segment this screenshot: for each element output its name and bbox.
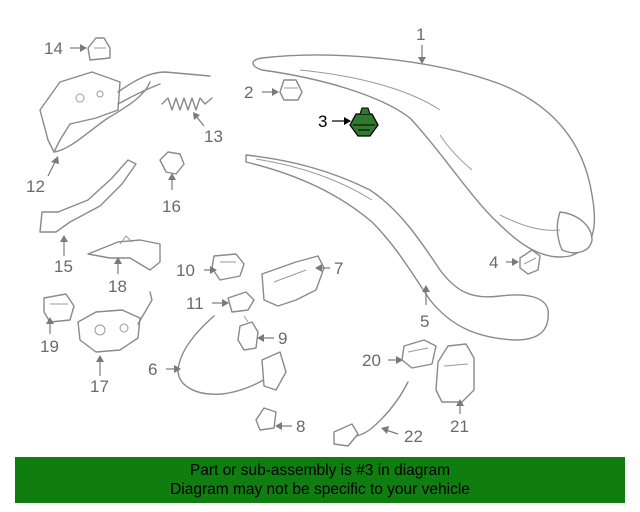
part-4-buffer <box>519 249 541 275</box>
part-17-latch <box>77 291 153 353</box>
part-6-cable <box>177 315 287 395</box>
callout-6: 6 <box>148 360 157 379</box>
callout-22: 22 <box>404 427 423 446</box>
callout-16: 16 <box>162 197 181 216</box>
callout-17: 17 <box>90 377 109 396</box>
part-19-striker <box>43 293 75 323</box>
callout-4: 4 <box>489 253 498 272</box>
callout-3: 3 <box>318 112 327 131</box>
part-22-release-cable <box>333 381 409 447</box>
callout-14: 14 <box>44 39 63 58</box>
part-18-bracket <box>87 235 161 271</box>
callout-9: 9 <box>278 329 287 348</box>
part-12-hinge <box>39 71 211 153</box>
banner-line-2: Diagram may not be specific to your vehi… <box>170 481 470 498</box>
callout-2: 2 <box>244 83 253 102</box>
callout-18: 18 <box>108 277 127 296</box>
callout-21: 21 <box>450 417 469 436</box>
part-10-actuator <box>211 253 245 281</box>
callout-8: 8 <box>296 417 305 436</box>
part-5-weatherstrip <box>245 154 549 341</box>
part-7-cover <box>261 255 325 307</box>
callout-labels: 1 2 3 4 5 6 7 8 9 10 11 12 13 14 15 16 1… <box>26 25 498 446</box>
callout-20: 20 <box>362 351 381 370</box>
callout-1: 1 <box>416 25 425 44</box>
callout-11: 11 <box>186 294 204 313</box>
part-20-actuator <box>401 339 437 369</box>
part-15-cover <box>39 159 137 233</box>
callout-15: 15 <box>54 257 73 276</box>
part-21-housing <box>435 343 475 403</box>
part-3-clip-highlighted <box>349 107 379 137</box>
callout-12: 12 <box>26 177 45 196</box>
info-banner: Part or sub-assembly is #3 in diagram Di… <box>15 457 625 503</box>
callout-5: 5 <box>420 312 429 331</box>
callout-10: 10 <box>176 261 195 280</box>
part-2-bumper <box>279 79 303 101</box>
banner-line-1: Part or sub-assembly is #3 in diagram <box>189 462 451 479</box>
part-16-clip <box>159 151 185 175</box>
callout-19: 19 <box>40 337 59 356</box>
callout-13: 13 <box>204 127 223 146</box>
part-9-sensor <box>237 315 259 351</box>
part-13-spring <box>161 97 213 111</box>
callout-7: 7 <box>334 259 343 278</box>
part-8-retainer <box>255 407 277 431</box>
part-14-bracket <box>87 37 111 61</box>
part-11-switch <box>227 291 255 313</box>
leader-lines <box>46 44 519 435</box>
part-1-trunk-lid <box>252 54 596 258</box>
